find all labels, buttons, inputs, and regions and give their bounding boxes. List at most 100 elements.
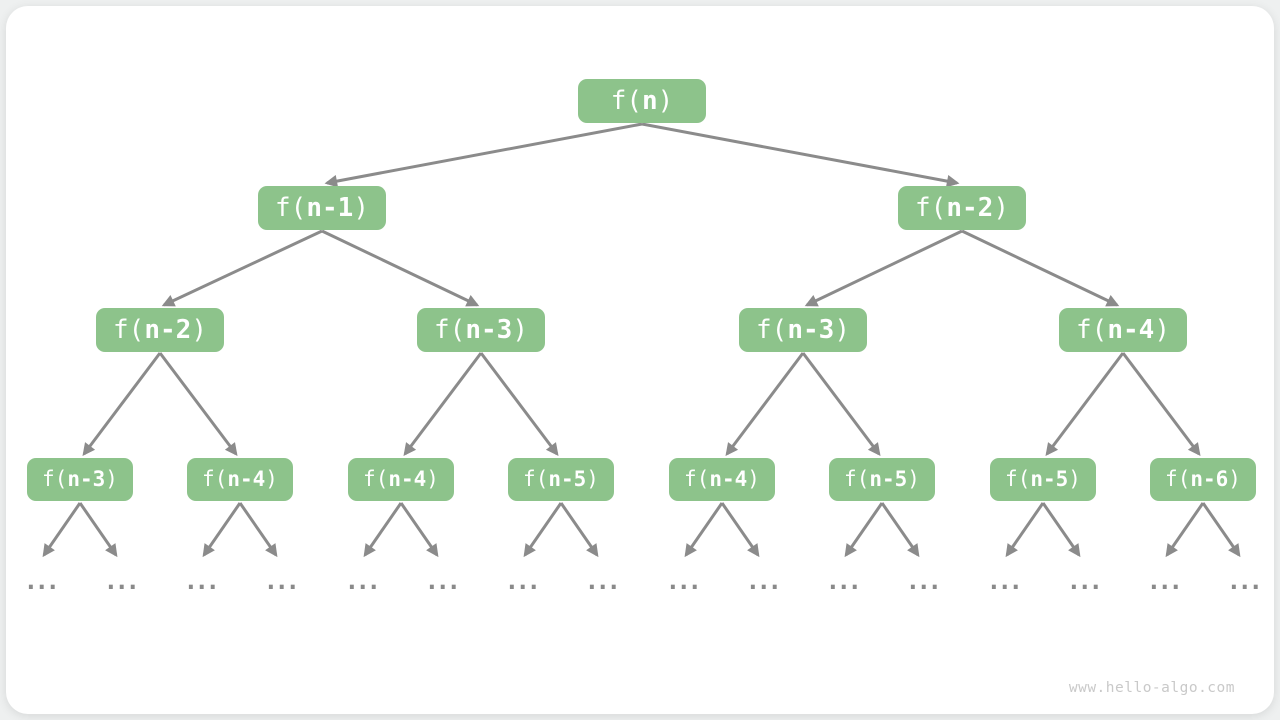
tree-node-l4-6: f(n-5) (990, 458, 1096, 501)
tree-node-l4-0: f(n-3) (27, 458, 133, 501)
ellipsis-text: ... (24, 567, 57, 595)
tree-node-l4-7: f(n-6) (1150, 458, 1256, 501)
edge (641, 122, 960, 188)
tree-edges-level4 (42, 502, 1241, 558)
node-label-prefix: f( (434, 315, 466, 345)
node-label-arg: n (642, 86, 658, 116)
node-label-prefix: f( (523, 467, 549, 491)
node-label-suffix: ) (993, 193, 1009, 223)
ellipsis-text: ... (104, 567, 137, 595)
node-label-suffix: ) (105, 467, 118, 491)
node-label-suffix: ) (191, 315, 207, 345)
node-label-suffix: ) (265, 467, 278, 491)
tree-node-l3-3: f(n-4) (1059, 308, 1187, 352)
node-label-arg: n-3 (465, 315, 513, 345)
node-label-arg: n-1 (306, 193, 354, 223)
edge (479, 352, 559, 457)
node-label-prefix: f( (202, 467, 228, 491)
node-label-arg: n-4 (388, 467, 427, 491)
edge (559, 502, 599, 558)
ellipsis-leaves: ... ... ... ... ... ... ... ... ... ... … (24, 567, 1263, 595)
edge (1165, 502, 1205, 558)
ellipsis-text: ... (666, 567, 699, 595)
node-label-arg: n-4 (227, 467, 266, 491)
edge (880, 502, 920, 558)
edge (324, 122, 643, 188)
edge (1201, 502, 1241, 558)
ellipsis-text: ... (746, 567, 779, 595)
tree-node-l3-1: f(n-3) (417, 308, 545, 352)
edge (42, 502, 82, 558)
edge (844, 502, 884, 558)
node-label-arg: n-5 (548, 467, 587, 491)
edge (158, 352, 238, 457)
edge (804, 229, 963, 307)
edge (403, 352, 483, 457)
ellipsis-text: ... (1227, 567, 1260, 595)
ellipsis-text: ... (1147, 567, 1180, 595)
node-label-suffix: ) (1154, 315, 1170, 345)
ellipsis-text: ... (505, 567, 538, 595)
ellipsis-text: ... (585, 567, 618, 595)
node-label-arg: n-2 (946, 193, 994, 223)
ellipsis-text: ... (184, 567, 217, 595)
ellipsis-text: ... (1067, 567, 1100, 595)
node-label-suffix: ) (1068, 467, 1081, 491)
node-label-prefix: f( (1076, 315, 1108, 345)
node-label-arg: n-4 (709, 467, 748, 491)
edge (801, 352, 881, 457)
tree-node-l4-5: f(n-5) (829, 458, 935, 501)
edge (161, 229, 323, 307)
tree-node-l3-0: f(n-2) (96, 308, 224, 352)
tree-edges-level2 (161, 229, 1120, 307)
node-label-prefix: f( (1165, 467, 1191, 491)
node-label-prefix: f( (610, 86, 642, 116)
node-label-prefix: f( (363, 467, 389, 491)
edge (725, 352, 805, 457)
tree-node-l2-1: f(n-2) (898, 186, 1026, 230)
edge (399, 502, 439, 558)
node-label-suffix: ) (657, 86, 674, 116)
edge (1005, 502, 1045, 558)
node-label-suffix: ) (907, 467, 920, 491)
node-label-arg: n-5 (869, 467, 908, 491)
tree-edges-level3 (82, 352, 1201, 457)
tree-node-l4-1: f(n-4) (187, 458, 293, 501)
edge (82, 352, 162, 457)
node-label-prefix: f( (844, 467, 870, 491)
node-label-arg: n-4 (1107, 315, 1155, 345)
edge (238, 502, 278, 558)
node-label-arg: n-3 (787, 315, 835, 345)
node-label-prefix: f( (756, 315, 788, 345)
edge (684, 502, 724, 558)
edge (78, 502, 118, 558)
node-label-arg: n-5 (1030, 467, 1069, 491)
node-label-prefix: f( (915, 193, 947, 223)
ellipsis-text: ... (906, 567, 939, 595)
node-label-suffix: ) (512, 315, 528, 345)
edge (523, 502, 563, 558)
tree-node-l4-3: f(n-5) (508, 458, 614, 501)
node-label-suffix: ) (353, 193, 369, 223)
tree-node-l2-0: f(n-1) (258, 186, 386, 230)
edge (1121, 352, 1201, 457)
node-label-suffix: ) (747, 467, 760, 491)
node-label-arg: n-6 (1190, 467, 1229, 491)
node-label-prefix: f( (275, 193, 307, 223)
node-label-prefix: f( (42, 467, 68, 491)
tree-node-l4-4: f(n-4) (669, 458, 775, 501)
edge (363, 502, 403, 558)
ellipsis-text: ... (345, 567, 378, 595)
node-label-suffix: ) (426, 467, 439, 491)
edge (961, 229, 1120, 307)
node-label-suffix: ) (834, 315, 850, 345)
ellipsis-text: ... (264, 567, 297, 595)
ellipsis-text: ... (826, 567, 859, 595)
node-label-arg: n-3 (67, 467, 106, 491)
edge (720, 502, 760, 558)
node-label-arg: n-2 (144, 315, 192, 345)
ellipsis-text: ... (425, 567, 458, 595)
tree-node-l4-2: f(n-4) (348, 458, 454, 501)
watermark-text: www.hello-algo.com (1068, 680, 1235, 696)
